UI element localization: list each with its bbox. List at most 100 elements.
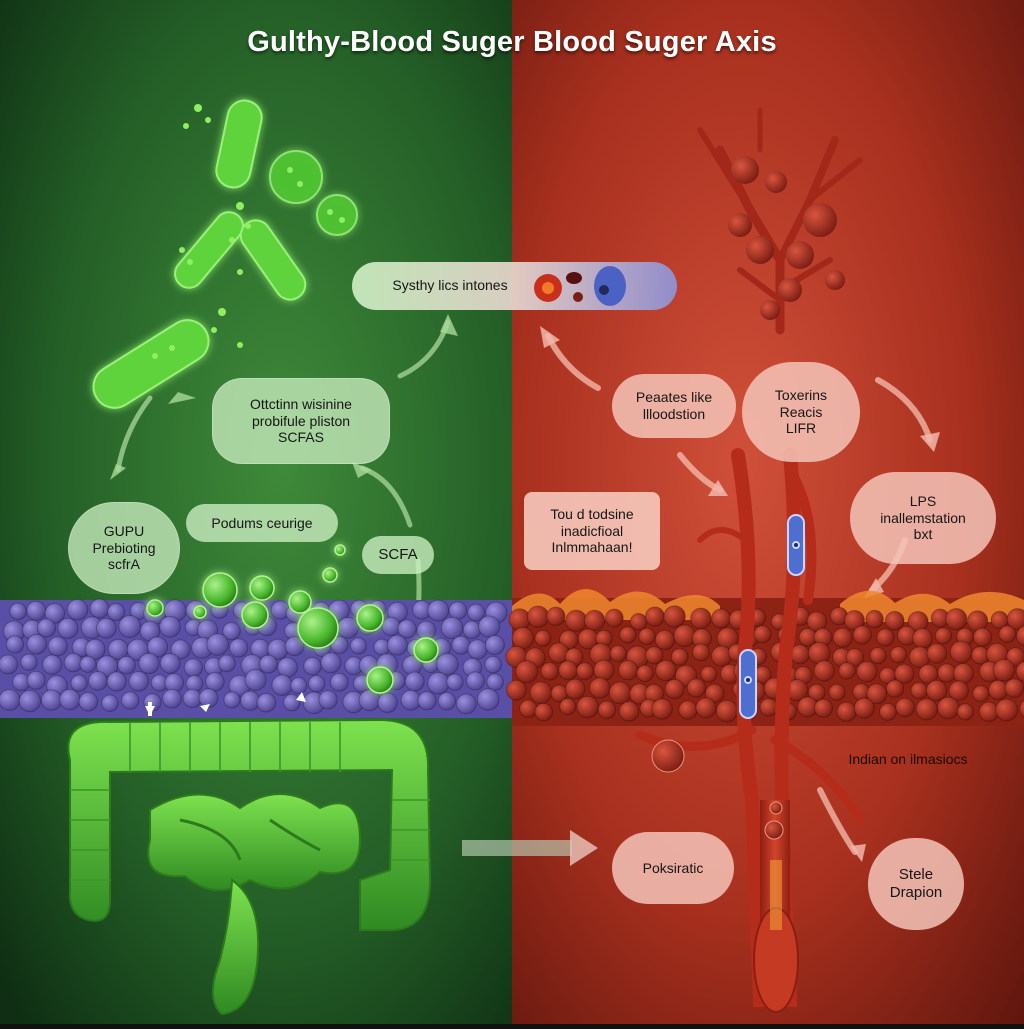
label-red-left-bubble: Peaates like llloodstion [612,374,736,438]
barrier-cell [927,644,947,664]
barrier-cell [43,655,62,674]
barrier-cell [1005,679,1024,698]
barrier-cell [890,647,906,663]
barrier-cell [693,644,710,661]
barrier-cell [108,604,125,621]
barrier-cell [378,693,397,712]
barrier-cell [224,692,240,708]
barrier-cell [664,606,685,627]
barrier-cell [118,656,136,674]
barrier-cell [506,680,526,700]
barrier-cell [814,661,834,681]
label-line: Drapion [890,884,943,902]
barrier-cell [160,654,180,674]
label-line: Stele [899,866,933,884]
barrier-cell [207,634,229,656]
barrier-cell [535,703,553,721]
barrier-cell [468,640,487,659]
barrier-cell [609,682,631,704]
barrier-cell [935,628,951,644]
barrier-cell [6,636,23,653]
barrier-cell [163,689,182,708]
barrier-cell [0,689,20,710]
barrier-cell [996,699,1018,721]
label-line: Ottctinn wisinine [250,396,352,413]
barrier-cell [338,617,359,638]
barrier-cell [896,698,915,717]
barrier-cell [428,672,450,694]
barrier-cell [652,699,672,719]
barrier-cell [441,617,463,639]
barrier-cell [27,634,47,654]
label-line: SCFAS [278,429,324,446]
barrier-cell [405,672,424,691]
barrier-cell [665,679,684,698]
barrier-cell [701,666,717,682]
barrier-cell [477,689,499,711]
barrier-cell [160,616,181,637]
barrier-cell [382,617,400,635]
barrier-cell [854,698,874,718]
label-line: bxt [914,526,933,543]
barrier-cell [576,663,593,680]
barrier-cell [27,601,46,620]
label-line: GUPU [104,523,144,540]
barrier-cell [90,599,109,618]
barrier-cell [870,648,886,664]
barrier-cell [466,672,484,690]
barrier-cell [437,654,459,676]
barrier-cell [691,608,712,629]
label-line: LIFR [786,420,816,437]
barrier-cell [938,697,960,719]
barrier-cell [60,689,81,710]
barrier-cell [119,616,141,638]
barrier-cell [857,661,877,681]
barrier-cell [387,635,407,655]
barrier-cell [618,661,637,680]
barrier-cell [815,699,833,717]
barrier-cell [418,692,436,710]
barrier-cell [639,628,656,645]
label-line: inallemstation [880,510,966,527]
label-red-bottom-right: Stele Drapion [868,838,964,930]
barrier-cell [530,682,552,704]
barrier-cell [485,656,502,673]
barrier-cell [479,616,500,637]
label-line: Tou d todsine [550,506,633,523]
label-line: Peaates like [636,389,712,406]
barrier-cell [560,699,576,715]
barrier-cell [833,628,852,647]
barrier-cell [10,603,27,620]
barrier-cell [619,702,639,722]
label-scfa: SCFA [362,536,434,574]
barrier-cell [655,630,674,649]
barrier-cell [330,673,348,691]
barrier-cell [516,661,538,683]
barrier-cell [993,659,1015,681]
barrier-cell [671,649,688,666]
barrier-cell [304,657,322,675]
barrier-cell [463,621,481,639]
barrier-cell [48,637,67,656]
barrier-cell [957,704,973,720]
barrier-cell [456,694,476,714]
barrier-cell [122,692,139,709]
barrier-cell [911,682,927,698]
barrier-cell [230,639,248,657]
barrier-cell [27,671,45,689]
barrier-cell [97,618,117,638]
barrier-cell [284,694,301,711]
barrier-cell [80,656,96,672]
label-red-warning: Tou d todsine inadicfioal Inlmmahaan! [524,492,660,570]
barrier-cell [257,693,276,712]
label-line: inadicfioal [561,523,623,540]
label-line: Inlmmahaan! [552,539,633,556]
barrier-cell [512,627,534,649]
barrier-cell [447,674,463,690]
barrier-cell [610,645,626,661]
barrier-cell [886,680,903,697]
barrier-cell [679,701,697,719]
barrier-cell [547,607,565,625]
barrier-cell [837,702,856,721]
barrier-cell [916,699,937,720]
